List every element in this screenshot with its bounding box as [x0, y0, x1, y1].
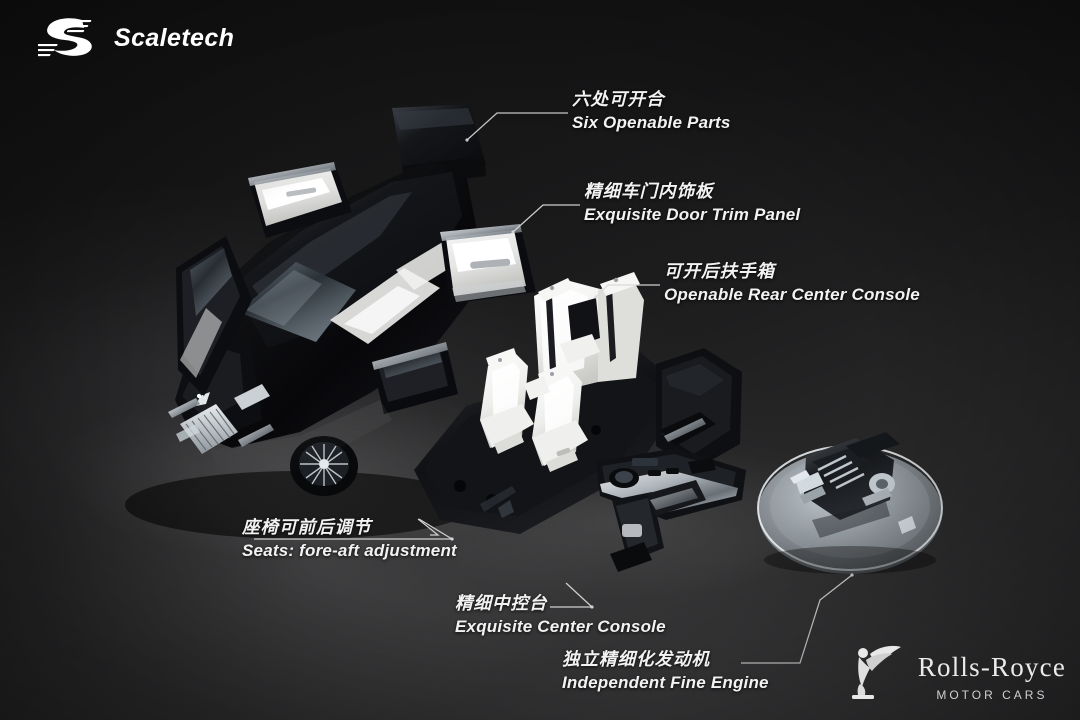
- dashboard-center-console: [596, 448, 746, 572]
- leader-six-openable-parts: [466, 112, 568, 141]
- leader-dot-2: [511, 230, 515, 234]
- annotation-en: Seats: fore-aft adjustment: [242, 540, 457, 560]
- manufacturer-subtitle: MOTOR CARS: [936, 688, 1048, 702]
- leader-dot-6: [850, 573, 854, 577]
- leader-dot-3: [594, 295, 598, 299]
- front-seat-left: [480, 348, 534, 454]
- annotation-en: Openable Rear Center Console: [664, 284, 920, 304]
- manufacturer-logo: Rolls-Royce MOTOR CARS: [846, 640, 1066, 702]
- scaletech-s-speed-mark-icon: [38, 18, 92, 57]
- front-seat-right: [532, 362, 588, 472]
- model-car-body: [125, 104, 536, 539]
- annotation-door-trim-panel: 精细车门内饰板 Exquisite Door Trim Panel: [584, 182, 800, 226]
- annotation-seat-adjustment: 座椅可前后调节 Seats: fore-aft adjustment: [242, 518, 457, 562]
- engine-display: [757, 432, 943, 574]
- leader-rear-center-console: [595, 284, 660, 298]
- annotation-en: Independent Fine Engine: [562, 672, 769, 692]
- annotation-fine-engine: 独立精细化发动机 Independent Fine Engine: [562, 650, 769, 694]
- annotation-en: Six Openable Parts: [572, 112, 731, 132]
- manufacturer-name: Rolls-Royce: [917, 652, 1066, 682]
- annotation-six-openable-parts: 六处可开合 Six Openable Parts: [572, 90, 731, 134]
- openable-tailgate: [392, 104, 486, 186]
- annotation-en: Exquisite Door Trim Panel: [584, 204, 801, 224]
- chassis-with-seats: [414, 272, 688, 534]
- annotation-zh: 独立精细化发动机: [562, 650, 710, 670]
- manufacturer-wordmark: Rolls-Royce MOTOR CARS: [917, 652, 1066, 703]
- brand-logo: Scaletech: [38, 14, 234, 62]
- rear-bench-seat: [534, 272, 644, 396]
- brand-name: Scaletech: [114, 23, 235, 52]
- openable-rear-right-door: [372, 342, 458, 414]
- spirit-of-ecstasy-icon: [851, 645, 901, 699]
- annotation-zh: 精细车门内饰板: [584, 182, 714, 202]
- openable-right-doors: [440, 224, 536, 304]
- annotation-en: Exquisite Center Console: [455, 616, 666, 636]
- openable-rear-center-console: [560, 298, 600, 364]
- openable-rear-left-door: [248, 162, 352, 238]
- front-wheel: [290, 436, 358, 496]
- independent-engine: [790, 432, 916, 534]
- openable-front-left-door: [176, 236, 252, 396]
- annotation-zh: 六处可开合: [572, 90, 665, 110]
- rear-body-section: [656, 348, 744, 488]
- leader-dot-1: [465, 138, 469, 142]
- annotation-center-console: 精细中控台 Exquisite Center Console: [455, 594, 666, 638]
- leader-door-trim-panel: [512, 204, 580, 233]
- annotation-rear-center-console: 可开后扶手箱 Openable Rear Center Console: [664, 262, 920, 306]
- pantheon-grille: [180, 392, 238, 454]
- annotation-zh: 可开后扶手箱: [664, 262, 775, 282]
- annotation-zh: 座椅可前后调节: [242, 518, 372, 538]
- annotation-zh: 精细中控台: [455, 594, 548, 614]
